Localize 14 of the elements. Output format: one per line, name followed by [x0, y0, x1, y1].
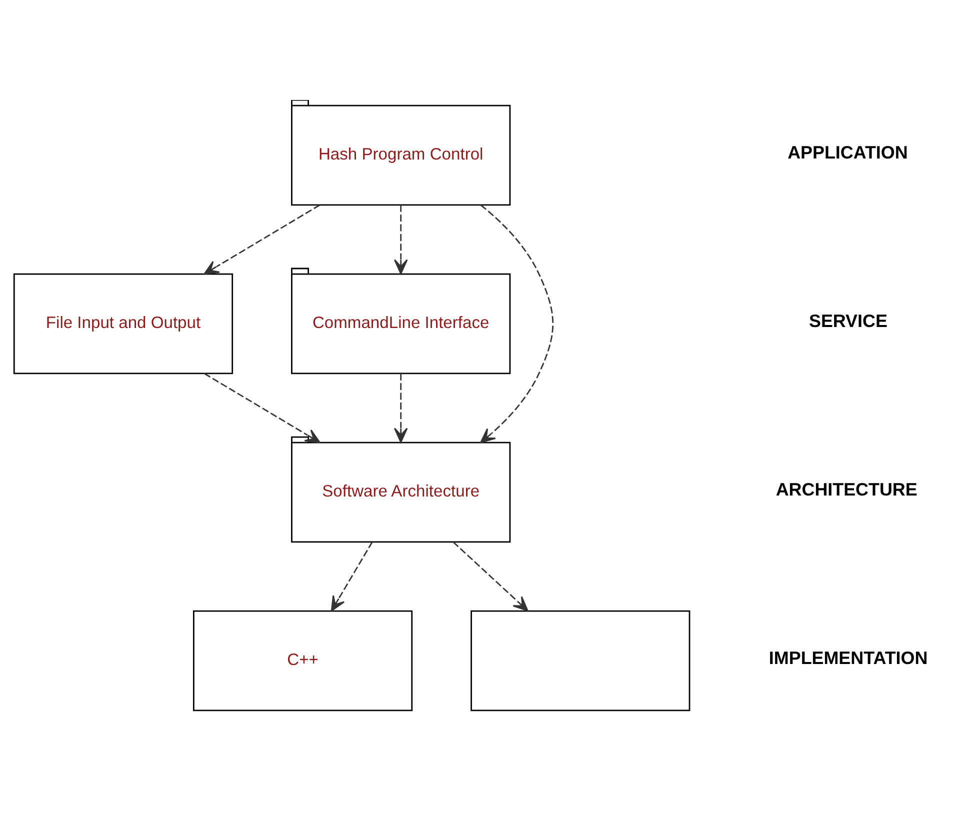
arrow	[480, 204, 554, 444]
arrow	[204, 204, 320, 275]
label: IMPLEMENTATION	[768, 648, 928, 668]
label: APPLICATION	[788, 142, 908, 163]
node-box	[470, 610, 690, 712]
arrow	[452, 542, 528, 612]
arrow	[330, 542, 373, 612]
arrow	[204, 372, 320, 444]
label: SERVICE	[808, 311, 888, 332]
node-box: C++	[193, 610, 413, 712]
arrow	[394, 205, 408, 274]
label: ARCHITECTURE	[776, 480, 918, 500]
arrow	[394, 374, 408, 443]
node-box: File Input and Output	[13, 273, 234, 374]
